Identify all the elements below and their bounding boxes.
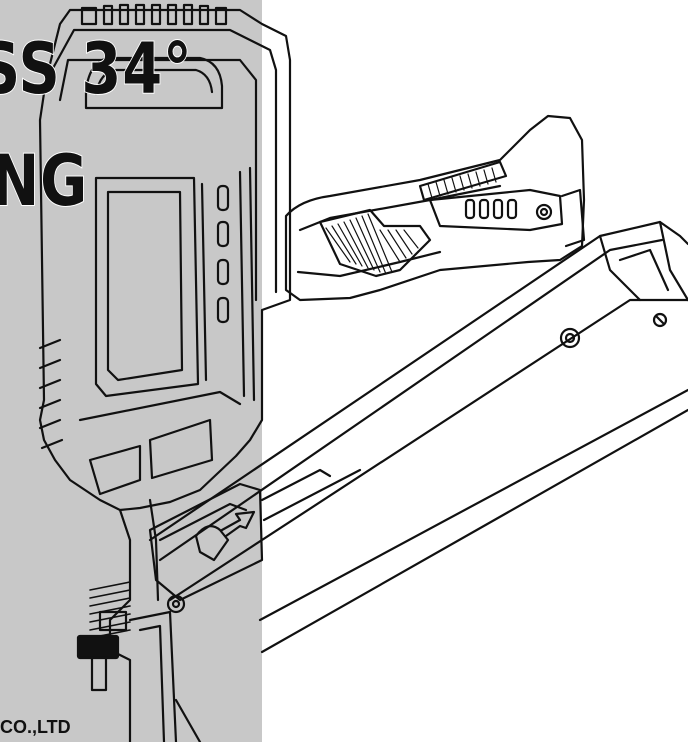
headline-line-2-text: NG [0,140,88,222]
headline-line-2: NG [0,145,88,217]
motor-housing [38,8,292,512]
company-name-fragment: CO.,LTD [0,717,71,737]
headline-line-1-text: SS 34° [0,28,192,110]
nose-assembly [76,498,202,742]
magazine [148,220,688,654]
headline-line-1: SS 34° [0,33,192,105]
vent-fins [80,3,228,26]
rear-handle [284,114,586,302]
